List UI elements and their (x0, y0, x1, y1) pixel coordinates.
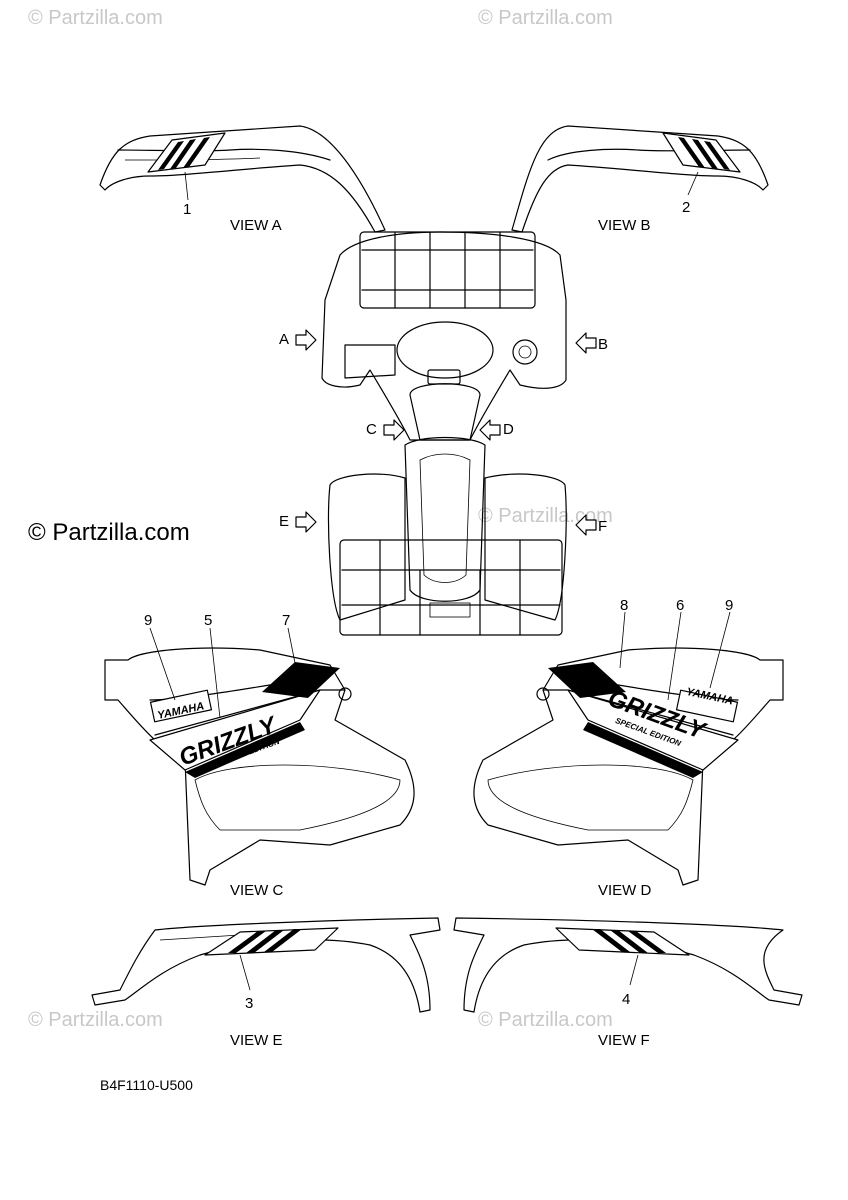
view-f-fender (453, 917, 803, 1013)
view-b-fender (511, 125, 769, 233)
arrow-c: C (366, 419, 405, 441)
view-b-label: VIEW B (598, 217, 651, 234)
view-a-fender (99, 125, 386, 233)
arrow-e: E (279, 511, 317, 533)
callout-9-left: 9 (144, 612, 152, 629)
arrow-e-label: E (279, 513, 289, 530)
view-f-label: VIEW F (598, 1032, 650, 1049)
arrow-b: B (575, 332, 608, 354)
view-e-fender (91, 917, 441, 1013)
callout-1: 1 (183, 201, 191, 218)
arrow-f-label: F (598, 518, 607, 535)
callout-2: 2 (682, 199, 690, 216)
view-a-label: VIEW A (230, 217, 282, 234)
arrow-c-label: C (366, 421, 377, 438)
watermark-bottom-left: © Partzilla.com (28, 1009, 163, 1031)
atv-top-view (321, 231, 567, 636)
arrow-f: F (575, 514, 607, 536)
view-d-label: VIEW D (598, 882, 652, 899)
watermark-top-right: © Partzilla.com (478, 7, 613, 29)
arrow-a: A (279, 329, 317, 351)
view-e-label: VIEW E (230, 1032, 283, 1049)
arrow-b-label: B (598, 336, 608, 353)
callout-4: 4 (622, 991, 630, 1008)
watermark-middle: © Partzilla.com (28, 519, 190, 546)
callout-3: 3 (245, 995, 253, 1012)
callout-9-right: 9 (725, 597, 733, 614)
watermark-bottom-right: © Partzilla.com (478, 1009, 613, 1031)
view-c-side-panel (104, 647, 415, 886)
callout-6: 6 (676, 597, 684, 614)
callout-7: 7 (282, 612, 290, 629)
callout-8: 8 (620, 597, 628, 614)
view-d-side-panel (473, 647, 784, 886)
view-c-label: VIEW C (230, 882, 284, 899)
diagram-code: B4F1110-U500 (100, 1077, 193, 1093)
arrow-d: D (479, 419, 514, 441)
arrow-d-label: D (503, 421, 514, 438)
callout-5: 5 (204, 612, 212, 629)
arrow-a-label: A (279, 331, 289, 348)
watermark-top-left: © Partzilla.com (28, 7, 163, 29)
